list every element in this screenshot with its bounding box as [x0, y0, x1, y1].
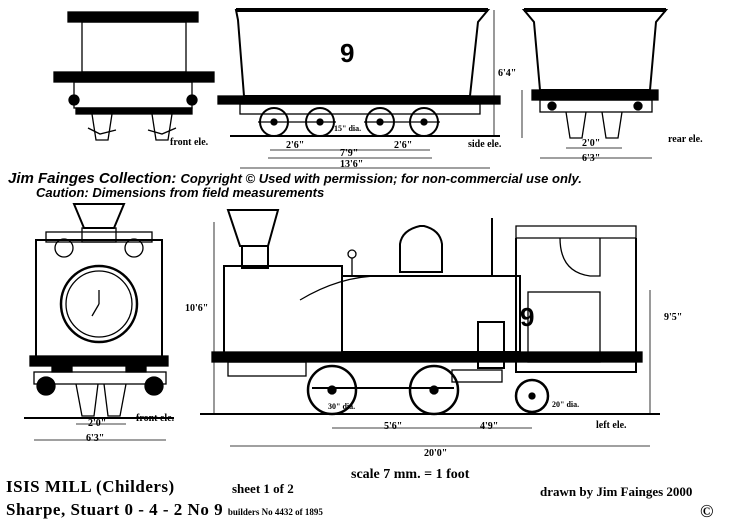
tender-rear-width-dim: 6'3"	[582, 153, 601, 164]
wheelbase-b-dim: 4'9"	[480, 421, 499, 432]
cab-height-dim: 9'5"	[664, 312, 683, 323]
loco-front-label: front ele.	[136, 413, 175, 424]
tender-rear-label: rear ele.	[668, 134, 703, 145]
collection-header: Jim Fainges Collection: Copyright © Used…	[8, 170, 582, 187]
builders-number: builders No 4432 of 1895	[227, 507, 323, 517]
dimension-lines	[34, 147, 652, 447]
tender-length-dim: 13'6"	[340, 159, 364, 170]
tender-axle-b-dim: 2'6"	[394, 140, 413, 151]
loco-left-label: left ele.	[596, 420, 627, 431]
tender-axle-a-dim: 2'6"	[286, 140, 305, 151]
trailing-wheel-dim: 20" dia.	[552, 400, 580, 409]
tender-side-label: side ele.	[468, 139, 502, 150]
loco-front-elevation	[24, 203, 174, 419]
tender-front-label: front ele.	[170, 137, 209, 148]
copyright-mark: ©	[700, 501, 714, 521]
drawing-title: ISIS MILL (Childers)	[6, 477, 175, 496]
builder-type: Sharpe, Stuart 0 - 4 - 2 No 9	[6, 500, 224, 519]
tender-height-dim: 6'4"	[498, 68, 517, 79]
loco-wheels	[306, 364, 550, 416]
wheelbase-total-dim: 20'0"	[424, 448, 448, 459]
tender-centre-dim: 7'9"	[340, 148, 359, 159]
tender-wheel-dim: 15" dia.	[334, 124, 362, 133]
tender-front-elevation	[53, 11, 215, 141]
cab-number: 9	[520, 302, 535, 332]
wheelbase-a-dim: 5'6"	[384, 421, 403, 432]
sheet-number: sheet 1 of 2	[232, 481, 294, 496]
front-gauge-dim: 2'0"	[88, 418, 107, 429]
collection-name: Jim Fainges Collection:	[8, 170, 177, 187]
tender-rear-gauge-dim: 2'0"	[582, 138, 601, 149]
drawing-scale: scale 7 mm. = 1 foot	[351, 467, 470, 482]
tender-number: 9	[340, 38, 355, 68]
drawing-subtitle: Sharpe, Stuart 0 - 4 - 2 No 9 builders N…	[6, 500, 323, 520]
front-width-dim: 6'3"	[86, 433, 105, 444]
loco-height-dim: 10'6"	[185, 303, 209, 314]
loco-side-elevation	[200, 209, 660, 416]
copyright-notice: Copyright © Used with permission; for no…	[180, 171, 582, 186]
tender-rear-elevation	[521, 8, 669, 139]
driving-wheel-dim: 30" dia.	[328, 402, 356, 411]
caution-note: Caution: Dimensions from field measureme…	[36, 185, 325, 200]
tender-side-elevation	[217, 8, 501, 137]
drawn-by: drawn by Jim Fainges 2000	[540, 484, 693, 499]
